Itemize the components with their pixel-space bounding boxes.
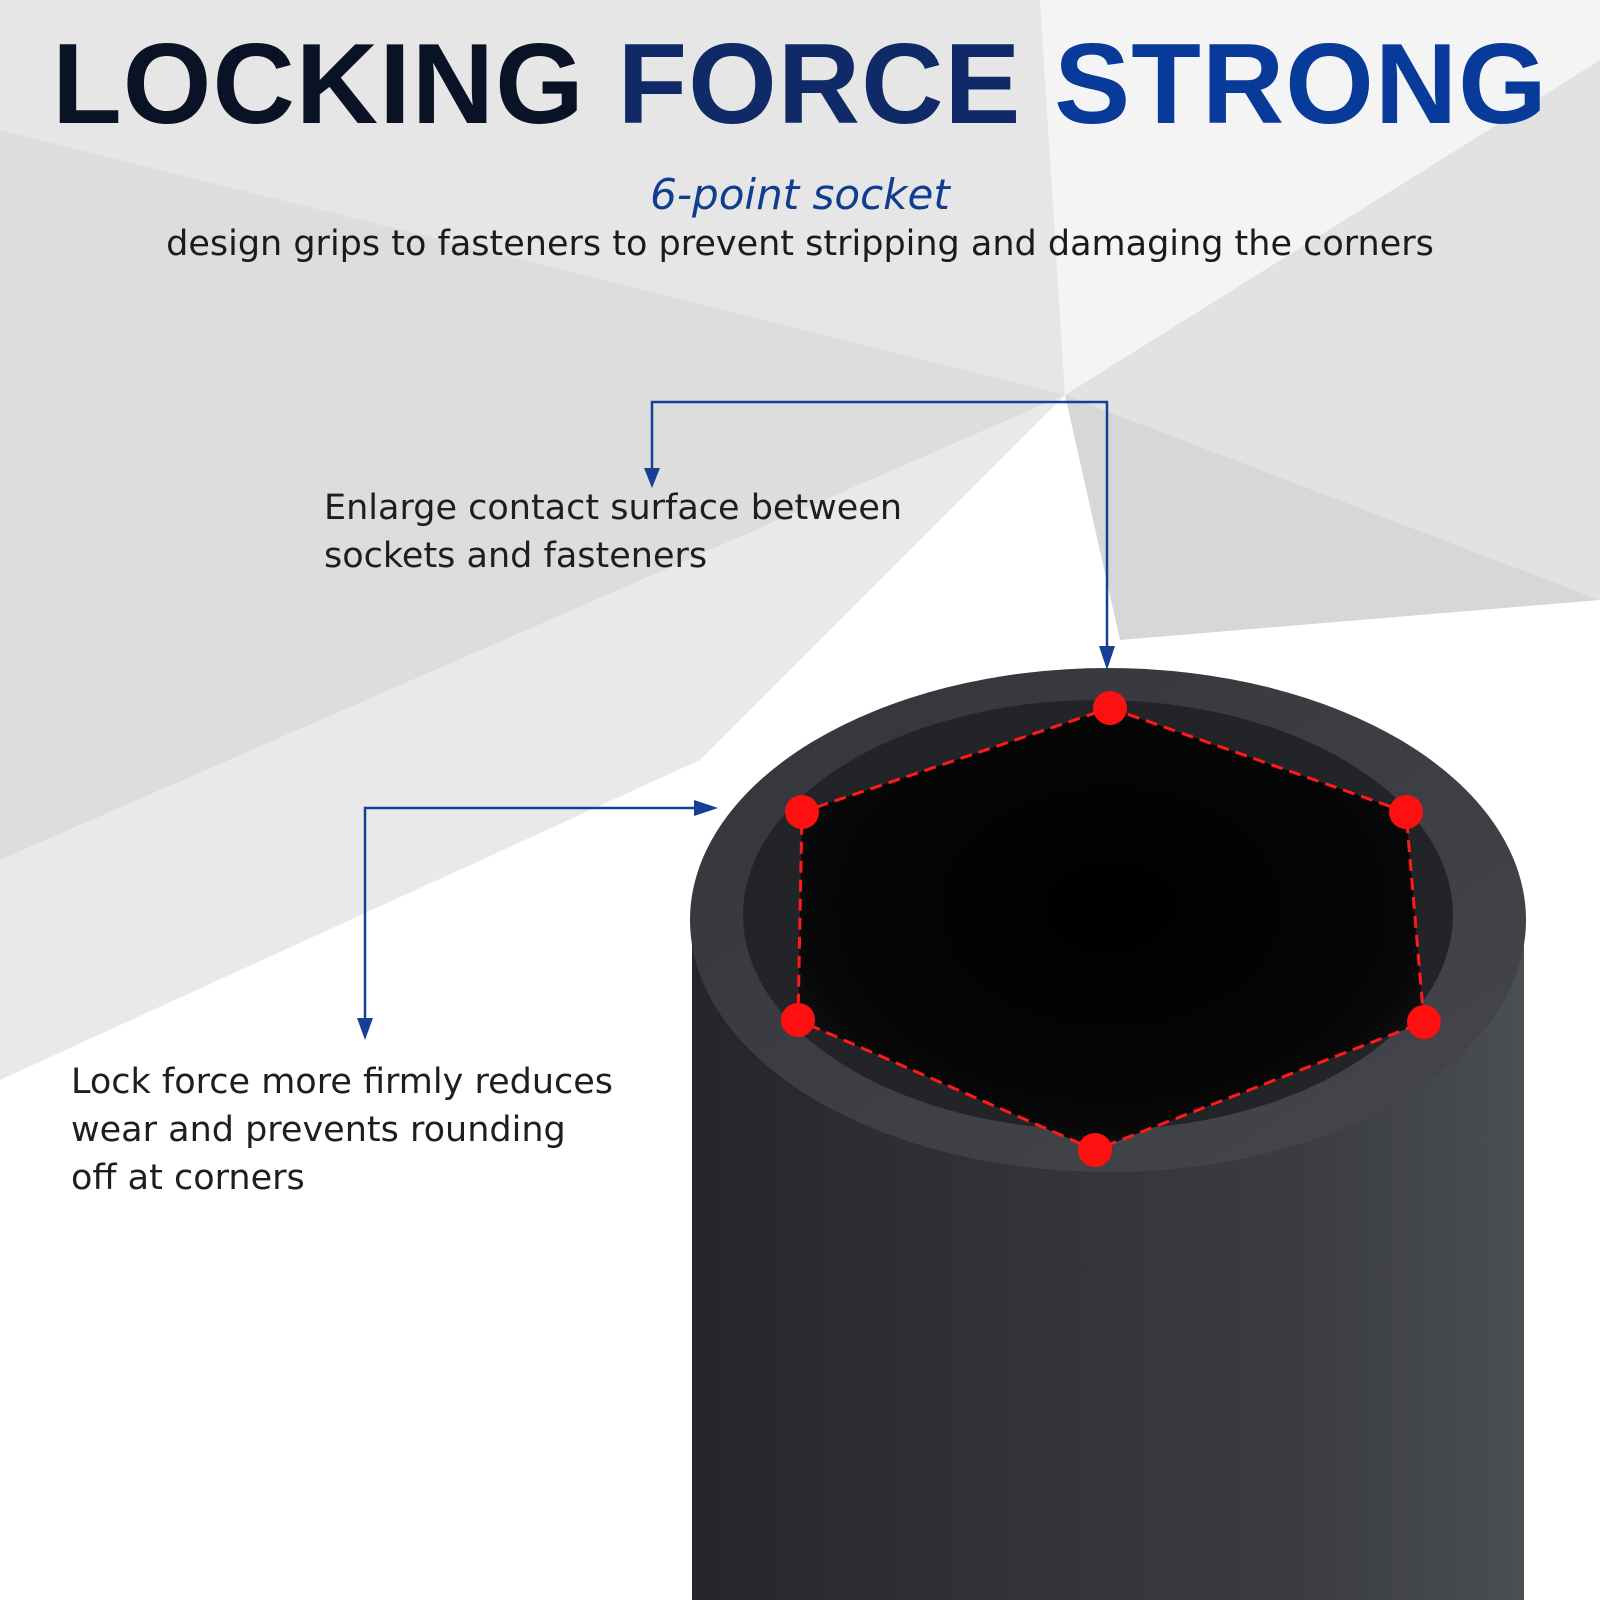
corner-marker	[1389, 795, 1423, 829]
corner-marker	[1407, 1005, 1441, 1039]
callout-line: wear and prevents rounding	[71, 1110, 566, 1150]
headline-word-2: FORCE	[617, 21, 1022, 148]
arrow-head-icon	[357, 1018, 373, 1040]
leader-line-top	[650, 400, 1109, 650]
arrow-head-icon	[644, 468, 660, 488]
headline-word-1: LOCKING	[52, 21, 585, 148]
corner-marker	[785, 795, 819, 829]
corner-marker	[1093, 691, 1127, 725]
callout-line: sockets and fasteners	[324, 536, 708, 576]
headline: LOCKING FORCE STRONG	[0, 28, 1600, 142]
corner-marker	[1078, 1133, 1112, 1167]
corner-marker	[781, 1003, 815, 1037]
description: design grips to fasteners to prevent str…	[166, 224, 1434, 264]
leader-line-left	[363, 806, 704, 1022]
callout-line: off at corners	[71, 1158, 305, 1198]
callout-line: Lock force more firmly reduces	[71, 1062, 614, 1102]
headline-word-3: STRONG	[1054, 21, 1548, 148]
arrow-head-icon	[694, 800, 718, 816]
callout-lock-force: Lock force more firmly reduces wear and …	[71, 1058, 613, 1202]
callout-contact-surface: Enlarge contact surface between sockets …	[324, 484, 902, 580]
corner-markers	[781, 691, 1441, 1167]
arrow-head-icon	[1099, 646, 1115, 670]
hex-opening	[798, 708, 1424, 1150]
subtitle: 6-point socket	[650, 170, 950, 219]
callout-line: Enlarge contact surface between	[324, 488, 903, 528]
